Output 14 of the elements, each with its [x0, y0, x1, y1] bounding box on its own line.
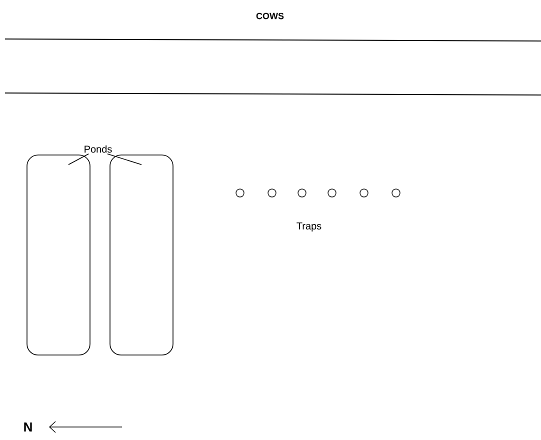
- trap-circle: [268, 188, 276, 198]
- leader-line: [68, 153, 90, 165]
- pond-box: [110, 154, 174, 356]
- pond-label: Ponds: [84, 145, 112, 153]
- pond-box: [26, 154, 90, 356]
- trap-circle: [360, 188, 368, 198]
- trap-label: Traps: [296, 222, 322, 232]
- trap-circle: [236, 188, 244, 198]
- north-label: N: [24, 422, 32, 432]
- leader-line: [106, 153, 142, 165]
- area-label: COWS: [256, 12, 284, 20]
- trap-circle: [298, 188, 306, 198]
- trap-circle: [328, 188, 336, 198]
- trap-circle: [392, 188, 400, 198]
